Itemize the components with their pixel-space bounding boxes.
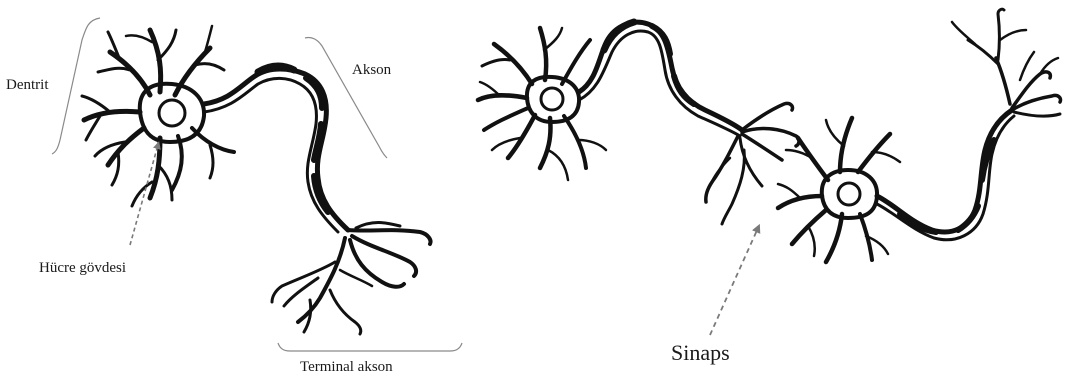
axon-terminal-label: Terminal akson xyxy=(300,360,393,375)
synapse-label: Sinaps xyxy=(671,342,730,364)
right-neuron-presynaptic-soma xyxy=(527,77,579,122)
right-neuron-presynaptic-axon xyxy=(579,22,742,136)
left-neuron-nucleus xyxy=(159,100,185,126)
right-neuron-postsynaptic xyxy=(778,9,1061,262)
dendrite-bracket xyxy=(52,18,100,154)
right-neuron-postsynaptic-nucleus xyxy=(838,183,860,205)
dendrite-label: Dentrit xyxy=(6,78,49,93)
right-neuron-presynaptic xyxy=(478,22,799,224)
left-neuron-axon-terminals xyxy=(272,223,431,335)
right-neuron-presynaptic-nucleus xyxy=(541,88,563,110)
cell-body-label: Hücre gövdesi xyxy=(39,261,126,276)
terminal-bracket xyxy=(278,343,462,351)
right-neuron-postsynaptic-terminals xyxy=(952,9,1061,116)
synapse-arrow xyxy=(710,228,758,335)
right-neuron-postsynaptic-axon xyxy=(877,110,1014,240)
right-neuron-postsynaptic-soma xyxy=(822,170,877,218)
axon-label: Akson xyxy=(352,63,391,78)
